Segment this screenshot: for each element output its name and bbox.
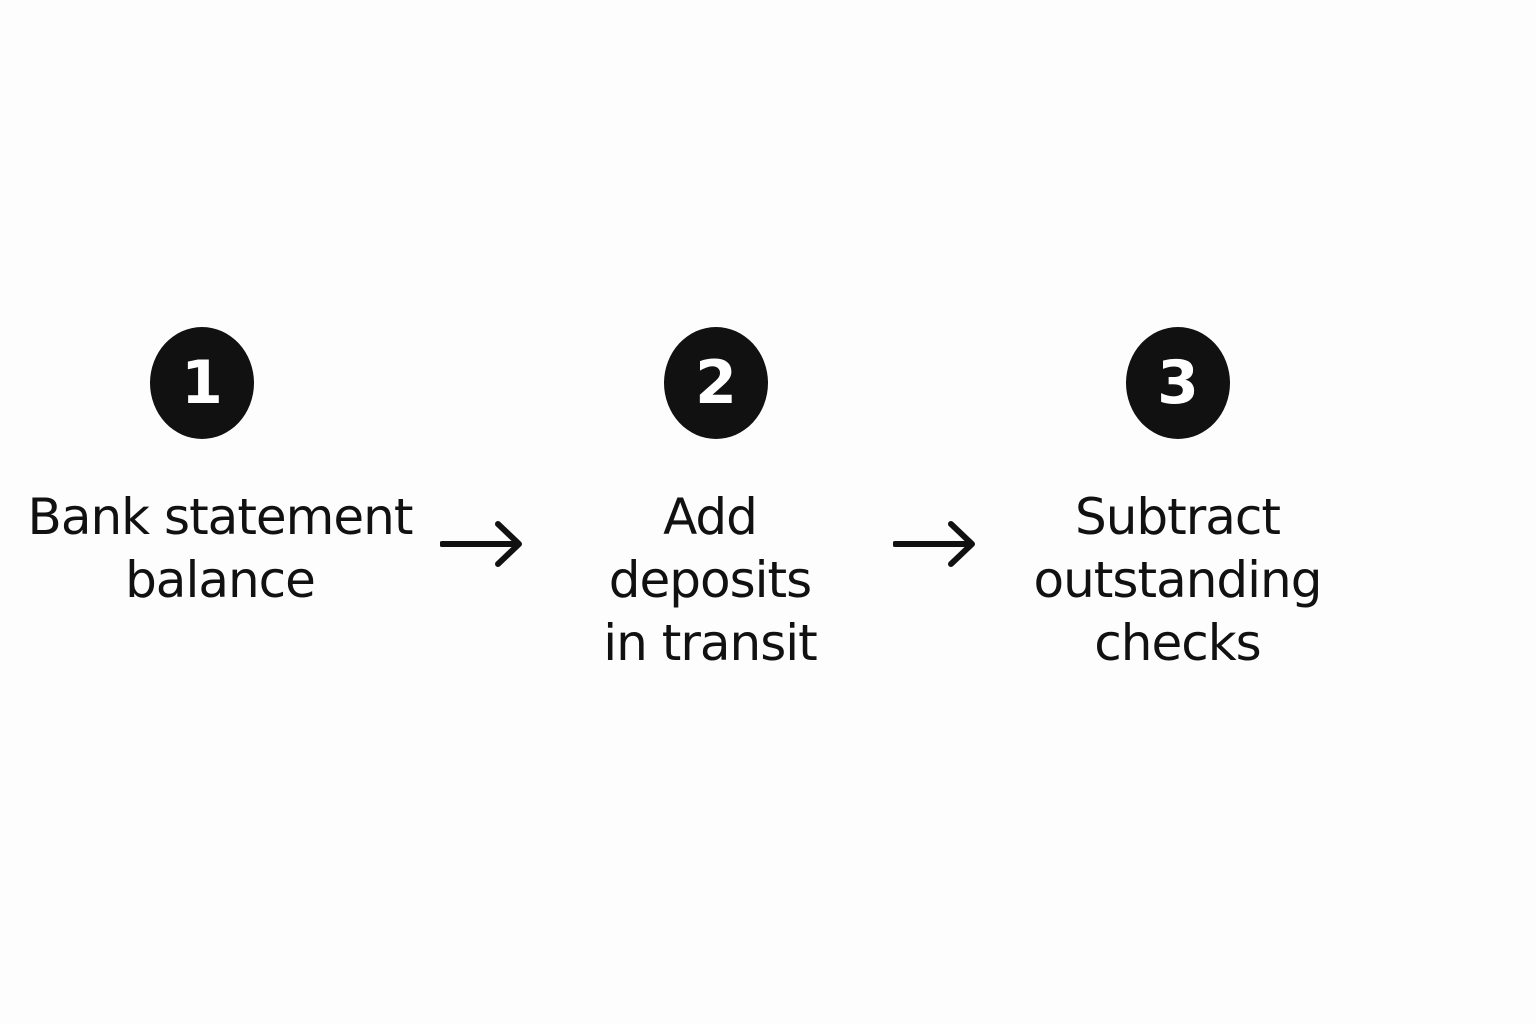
step-2-line-2: deposits <box>608 551 812 609</box>
step-3-badge: 3 <box>1126 327 1230 439</box>
step-1-number: 1 <box>181 348 223 418</box>
step-3-line-1: Subtract <box>1074 488 1281 546</box>
step-3-number: 3 <box>1157 348 1199 418</box>
step-2-badge: 2 <box>664 327 768 439</box>
step-1-line-2: balance <box>125 551 316 609</box>
step-1-line-1: Bank statement <box>27 488 414 546</box>
step-2-line-3: in transit <box>603 614 818 672</box>
step-2-label: Add deposits in transit <box>560 486 860 675</box>
step-3-label: Subtract outstanding checks <box>1015 486 1340 675</box>
step-3-line-2: outstanding <box>1033 551 1323 609</box>
step-2-line-1: Add <box>663 488 758 546</box>
step-2-number: 2 <box>695 348 737 418</box>
step-1-label: Bank statement balance <box>20 486 420 612</box>
right-arrow-icon <box>440 521 522 567</box>
right-arrow-icon <box>893 521 975 567</box>
step-1-badge: 1 <box>150 327 254 439</box>
step-3-line-3: checks <box>1094 614 1261 672</box>
